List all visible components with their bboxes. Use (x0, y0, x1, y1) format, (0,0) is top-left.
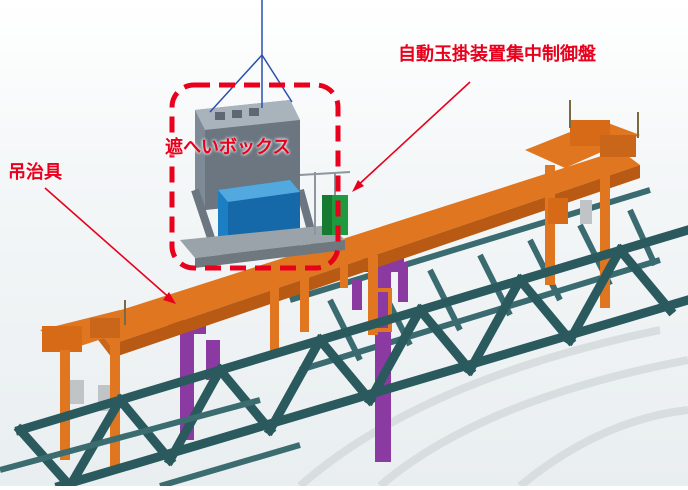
rail-curves (297, 326, 688, 490)
label-lifting-tool: 吊治具 (8, 162, 62, 183)
arrow-pointer-icon (352, 81, 471, 192)
shield-box-assembly (180, 0, 351, 268)
shield-box-highlight (169, 82, 341, 271)
label-central-control-panel: 自動玉掛装置集中制御盤 (398, 44, 596, 65)
front-truss (13, 225, 688, 490)
label-shield-box: 遮へいボックス (165, 137, 291, 158)
right-hoist-unit (525, 100, 640, 308)
front-truss-lower (0, 397, 301, 489)
arrow-pointer-icon (44, 187, 176, 304)
